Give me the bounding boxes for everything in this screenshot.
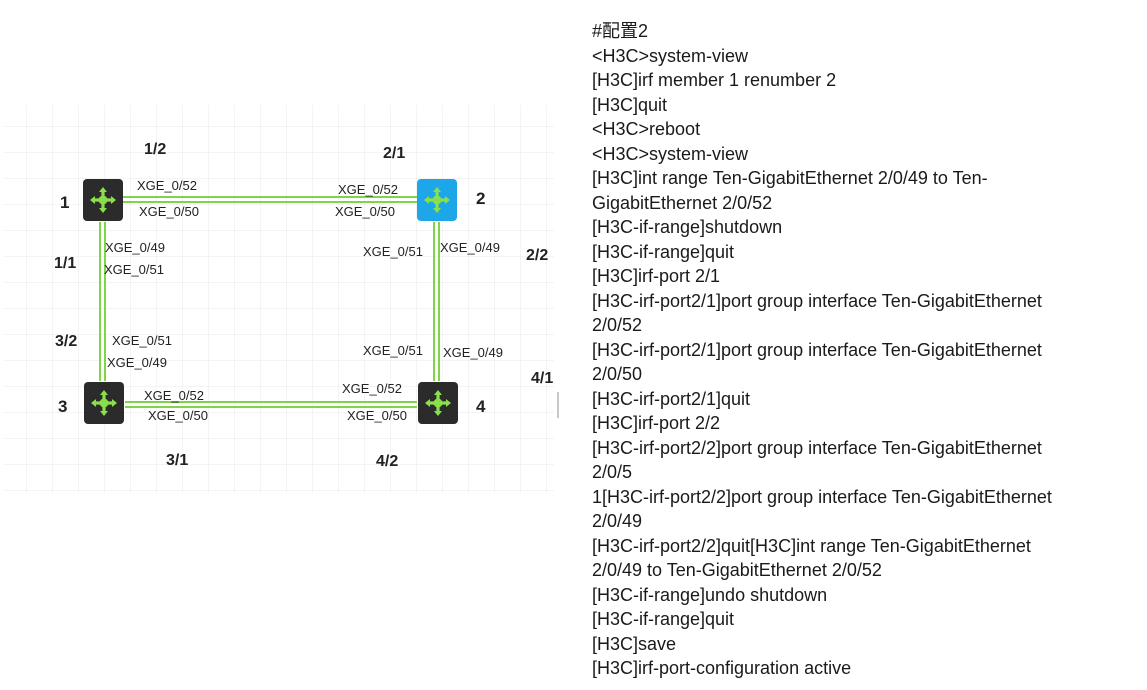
switch-node-3[interactable] xyxy=(84,382,124,424)
config-line: 2/0/50 xyxy=(592,364,643,384)
scroll-tick xyxy=(557,392,559,418)
interface-label: XGE_0/51 xyxy=(363,244,423,259)
interface-label: XGE_0/49 xyxy=(443,345,503,360)
link-1-3 xyxy=(99,222,106,381)
config-line: [H3C-irf-port2/1]quit xyxy=(592,388,751,409)
interface-label: XGE_0/52 xyxy=(137,178,197,193)
config-line: [H3C-irf-port2/1]port group interface Te… xyxy=(592,339,1042,360)
irf-port-label: 1/2 xyxy=(144,141,166,158)
node-label: 1 xyxy=(60,193,69,212)
irf-port-label: 2/2 xyxy=(526,247,548,264)
irf-port-label: 2/1 xyxy=(383,145,405,162)
interface-label: XGE_0/49 xyxy=(440,240,500,255)
config-line: [H3C]int range Ten-GigabitEthernet 2/0/4… xyxy=(592,168,988,188)
config-line: 2/0/5 xyxy=(592,462,633,482)
switch-node-4[interactable] xyxy=(418,382,458,424)
interface-label: XGE_0/50 xyxy=(139,204,199,219)
config-line: [H3C]save xyxy=(592,633,677,654)
interface-label: XGE_0/50 xyxy=(335,204,395,219)
config-line: [H3C]quit xyxy=(592,94,668,115)
interface-label: XGE_0/51 xyxy=(104,262,164,277)
config-line: [H3C]irf-port 2/2 xyxy=(592,413,721,433)
interface-label: XGE_0/52 xyxy=(342,381,402,396)
topology-diagram: 1 2 3 4 1/2 2/1 1/1 2/2 3/2 4/1 3/1 4/2 … xyxy=(4,105,554,493)
config-line: [H3C-irf-port2/1]port group interface Te… xyxy=(592,290,1042,311)
config-line: 2/0/52 xyxy=(592,315,643,335)
config-line: 2/0/49 xyxy=(592,511,643,531)
interface-label: XGE_0/52 xyxy=(338,182,398,197)
node-label: 4 xyxy=(476,397,486,416)
config-line: 1[H3C-irf-port2/2]port group interface T… xyxy=(592,486,1052,507)
config-line: <H3C>system-view xyxy=(592,143,749,164)
node-label: 3 xyxy=(58,397,67,416)
config-line: <H3C>system-view xyxy=(592,45,749,66)
irf-port-label: 3/2 xyxy=(55,333,77,350)
interface-label: XGE_0/49 xyxy=(105,240,165,255)
irf-port-label: 3/1 xyxy=(166,452,188,469)
node-label: 2 xyxy=(476,189,485,208)
config-line: [H3C]irf-port-configuration active xyxy=(592,658,852,678)
config-line: [H3C-irf-port2/2]quit[H3C]int range Ten-… xyxy=(592,535,1031,556)
config-commands: #配置2 <H3C>system-view [H3C]irf member 1 re… xyxy=(592,19,1132,681)
config-line: [H3C-irf-port2/2]port group interface Te… xyxy=(592,437,1042,458)
interface-label: XGE_0/51 xyxy=(112,333,172,348)
config-line: [H3C-if-range]quit xyxy=(592,241,735,262)
config-line: [H3C]irf-port 2/1 xyxy=(592,266,721,286)
config-line: [H3C-if-range]undo shutdown xyxy=(592,584,828,605)
config-line: #配置2 xyxy=(592,21,649,41)
switch-node-2[interactable] xyxy=(417,179,457,221)
link-3-4 xyxy=(125,401,417,408)
switch-node-1[interactable] xyxy=(83,179,123,221)
interface-label: XGE_0/52 xyxy=(144,388,204,403)
config-line: GigabitEthernet 2/0/52 xyxy=(592,192,773,213)
config-line: [H3C-if-range]quit xyxy=(592,609,735,629)
interface-label: XGE_0/50 xyxy=(347,408,407,423)
link-2-4 xyxy=(433,222,440,381)
irf-port-label: 1/1 xyxy=(54,255,76,272)
grid-background xyxy=(4,105,554,493)
interface-label: XGE_0/49 xyxy=(107,355,167,370)
irf-port-label: 4/2 xyxy=(376,453,398,470)
link-1-2 xyxy=(122,196,418,203)
interface-label: XGE_0/50 xyxy=(148,408,208,423)
config-line: <H3C>reboot xyxy=(592,119,701,139)
config-line: [H3C-if-range]shutdown xyxy=(592,217,783,237)
irf-port-label: 4/1 xyxy=(531,370,553,387)
config-line: [H3C]irf member 1 renumber 2 xyxy=(592,70,837,90)
config-line: 2/0/49 to Ten-GigabitEthernet 2/0/52 xyxy=(592,560,882,580)
interface-label: XGE_0/51 xyxy=(363,343,423,358)
